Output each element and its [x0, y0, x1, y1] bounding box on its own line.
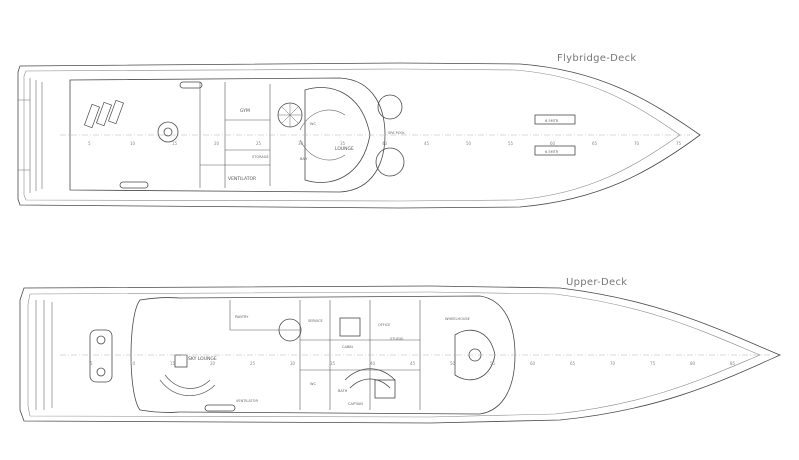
upper-aft-dining-table	[89, 329, 113, 383]
upper-frames-frame-5: 5	[90, 361, 93, 366]
upper-label-office: OFFICE	[378, 323, 390, 327]
upper-deck	[19, 285, 782, 424]
upper-deck-title: Upper-Deck	[566, 277, 628, 288]
upper-bed-aft	[339, 317, 361, 337]
flybridge-label-wc: WC	[310, 122, 316, 126]
flybridge-tender-right	[534, 145, 576, 156]
upper-frames-frame-30: 30	[290, 361, 296, 366]
upper-label-pantry: PANTRY	[235, 315, 249, 319]
upper-label-ventilator: VENTILATOR	[236, 399, 258, 403]
flybridge-frame-numbers: 5 10 15 20 25 30 35 40 45 50 55 60 65 70 75	[88, 141, 682, 146]
upper-frames-frame-20: 20	[210, 361, 216, 366]
fly-frames-frame-65: 65	[592, 141, 598, 146]
flybridge-sunbeds	[84, 99, 124, 129]
upper-frames-frame-35: 35	[330, 361, 336, 366]
fly-frames-frame-30: 30	[298, 141, 304, 146]
upper-room-labels: SKY LOUNGE PANTRY SERVICE CABIN BATH OFF…	[188, 315, 470, 406]
flybridge-spa-pool-upper	[377, 94, 403, 120]
flybridge-deck	[17, 62, 701, 209]
upper-frames-frame-65: 65	[570, 361, 576, 366]
upper-frames-frame-85: 85	[730, 361, 736, 366]
upper-frames-frame-60: 60	[530, 361, 536, 366]
upper-sky-lounge-sofa	[159, 374, 216, 397]
upper-label-bath: BATH	[338, 389, 348, 393]
upper-label-wheelhouse: WHEELHOUSE	[445, 317, 470, 321]
upper-frames-frame-75: 75	[650, 361, 656, 366]
fly-frames-frame-20: 20	[214, 141, 220, 146]
upper-label-sky-lounge: SKY LOUNGE	[188, 356, 217, 362]
flybridge-label-spa-pool: SPA POOL	[388, 131, 405, 135]
upper-frames-frame-25: 25	[250, 361, 256, 366]
upper-label-cabin: CABIN	[342, 345, 353, 349]
flybridge-label-storage: STORAGE	[252, 155, 269, 159]
flybridge-label-lounge: LOUNGE	[335, 146, 354, 152]
upper-label-wc: WC	[310, 382, 316, 386]
flybridge-label-tender-right: 6.5MTR	[545, 150, 559, 154]
flybridge-label-tender-left: 6.5MTR	[545, 119, 559, 123]
flybridge-tender-left	[534, 114, 576, 125]
flybridge-hull-outline	[17, 62, 701, 209]
upper-hull-outline	[19, 285, 782, 424]
fly-frames-frame-60: 60	[550, 141, 556, 146]
fly-frames-frame-15: 15	[172, 141, 178, 146]
upper-bed-fwd	[374, 379, 396, 399]
upper-superstructure	[130, 295, 516, 415]
upper-frame-numbers: 5 10 15 20 25 30 35 40 45 50 55 60 65 70 75 80 85	[90, 361, 736, 366]
flybridge-lounge-seating	[299, 109, 346, 161]
upper-frames-frame-80: 80	[690, 361, 696, 366]
flybridge-label-ventilator: VENTILATOR	[228, 176, 256, 182]
fly-frames-frame-45: 45	[424, 141, 430, 146]
upper-frames-frame-10: 10	[130, 361, 136, 366]
flybridge-deck-title: Flybridge-Deck	[557, 53, 637, 64]
flybridge-transom-steps	[18, 78, 43, 193]
fly-frames-frame-55: 55	[508, 141, 514, 146]
flybridge-room-labels: GYM LOUNGE WC BAR STORAGE VENTILATOR SPA…	[228, 108, 559, 182]
upper-label-captain: CAPTAIN	[348, 402, 363, 406]
fly-frames-frame-70: 70	[634, 141, 640, 146]
upper-frames-frame-70: 70	[610, 361, 616, 366]
flybridge-label-bar: BAR	[300, 157, 308, 161]
flybridge-label-gym: GYM	[240, 108, 250, 114]
fly-frames-frame-35: 35	[340, 141, 346, 146]
upper-frames-frame-40: 40	[370, 361, 376, 366]
upper-frames-frame-50: 50	[450, 361, 456, 366]
upper-curved-stair	[344, 368, 396, 389]
fly-frames-frame-5: 5	[88, 141, 91, 146]
fly-frames-frame-25: 25	[256, 141, 262, 146]
upper-frames-frame-45: 45	[410, 361, 416, 366]
flybridge-dining-table	[157, 121, 179, 143]
fly-frames-frame-75: 75	[676, 141, 682, 146]
fly-frames-frame-40: 40	[382, 141, 388, 146]
upper-label-studio: STUDIO	[390, 337, 404, 341]
upper-spiral-stair	[278, 318, 302, 342]
fly-frames-frame-10: 10	[130, 141, 136, 146]
upper-transom	[35, 300, 53, 410]
flybridge-spa-pool-lower	[375, 147, 405, 177]
upper-label-service: SERVICE	[308, 319, 323, 323]
upper-frames-frame-55: 55	[490, 361, 496, 366]
fly-frames-frame-50: 50	[466, 141, 472, 146]
upper-hull-inner	[27, 291, 761, 418]
upper-frames-frame-15: 15	[170, 361, 176, 366]
